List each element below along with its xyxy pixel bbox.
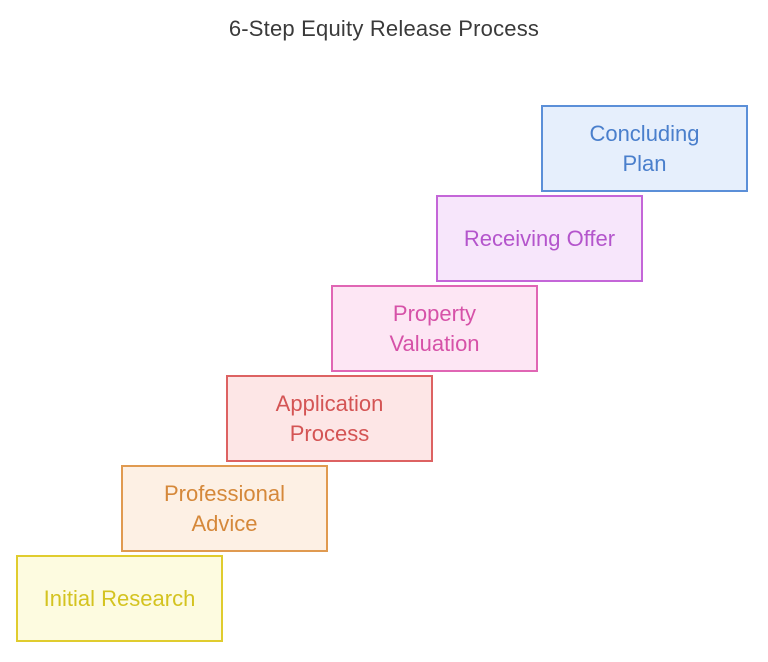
step-property-valuation: Property Valuation [331,285,538,372]
step-label: Professional Advice [163,480,286,536]
diagram-title: 6-Step Equity Release Process [228,16,540,41]
step-label: Property Valuation [389,300,480,356]
step-label: Receiving Offer [463,225,616,251]
step-initial-research: Initial Research [16,555,223,642]
step-label: Initial Research [43,585,196,611]
step-label: Concluding Plan [589,120,700,176]
step-receiving-offer: Receiving Offer [436,195,643,282]
step-application-process: Application Process [226,375,433,462]
step-concluding-plan: Concluding Plan [541,105,748,192]
step-label: Application Process [275,390,384,446]
step-professional-advice: Professional Advice [121,465,328,552]
